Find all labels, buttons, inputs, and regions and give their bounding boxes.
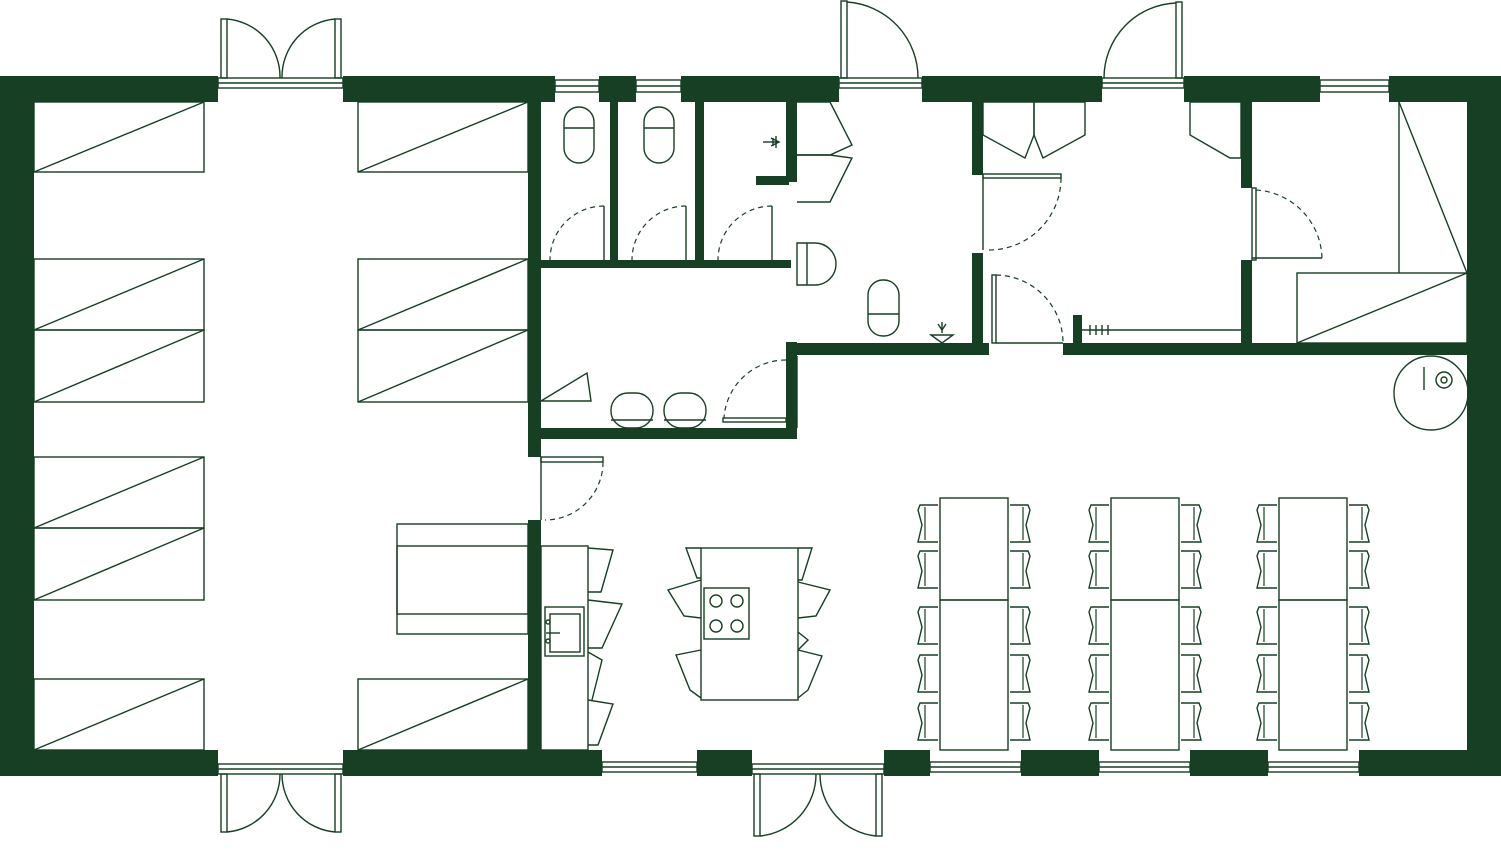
chair (1010, 702, 1031, 741)
dining-table-2 (1088, 497, 1202, 751)
shower-cubicle (763, 136, 781, 148)
washroom (538, 356, 798, 429)
chair (1256, 550, 1277, 589)
chair (1088, 654, 1109, 693)
chair (1181, 606, 1202, 645)
dining-tables (917, 497, 1370, 751)
chair (917, 504, 938, 543)
chair (1349, 504, 1370, 543)
exterior-walls (0, 76, 1501, 776)
round-sink (1393, 355, 1469, 431)
interior-walls (528, 102, 1467, 750)
chair (1088, 702, 1109, 741)
door-bottom-center-double (751, 763, 885, 837)
dining-table-1 (917, 497, 1031, 751)
door-top-right (1101, 1, 1185, 89)
changing-room (982, 101, 1242, 344)
chair (917, 654, 938, 693)
chair (1256, 606, 1277, 645)
chair (1181, 504, 1202, 543)
toilet-cubicles (549, 106, 773, 261)
door-kitchen-hall (540, 456, 604, 521)
chair (1256, 654, 1277, 693)
chair (1181, 654, 1202, 693)
door-top-left-double (217, 18, 344, 89)
bunks-left-column (33, 101, 205, 751)
kitchen-island (666, 547, 832, 701)
door-top-center (838, 0, 923, 89)
accessible-wc (796, 101, 956, 344)
chair (1349, 702, 1370, 741)
storage-room (1251, 101, 1468, 344)
chair (917, 702, 938, 741)
windows-bottom (601, 761, 1360, 773)
chair (917, 606, 938, 645)
chair (1349, 654, 1370, 693)
chair (1256, 504, 1277, 543)
bunks-right-column (357, 101, 529, 751)
chair (1088, 504, 1109, 543)
chair (1010, 504, 1031, 543)
dining-table-3 (1256, 497, 1370, 751)
chair (1010, 654, 1031, 693)
chair (1349, 606, 1370, 645)
chair (1256, 702, 1277, 741)
windows-top (554, 79, 1390, 93)
chair (1349, 550, 1370, 589)
chair (1088, 550, 1109, 589)
chair (1181, 702, 1202, 741)
chair (1010, 550, 1031, 589)
chair (1088, 606, 1109, 645)
chair (1010, 606, 1031, 645)
chair (1181, 550, 1202, 589)
chair (917, 550, 938, 589)
kitchen-counter (540, 545, 624, 751)
door-bottom-left-double (217, 763, 344, 833)
wall-bench (396, 523, 529, 635)
